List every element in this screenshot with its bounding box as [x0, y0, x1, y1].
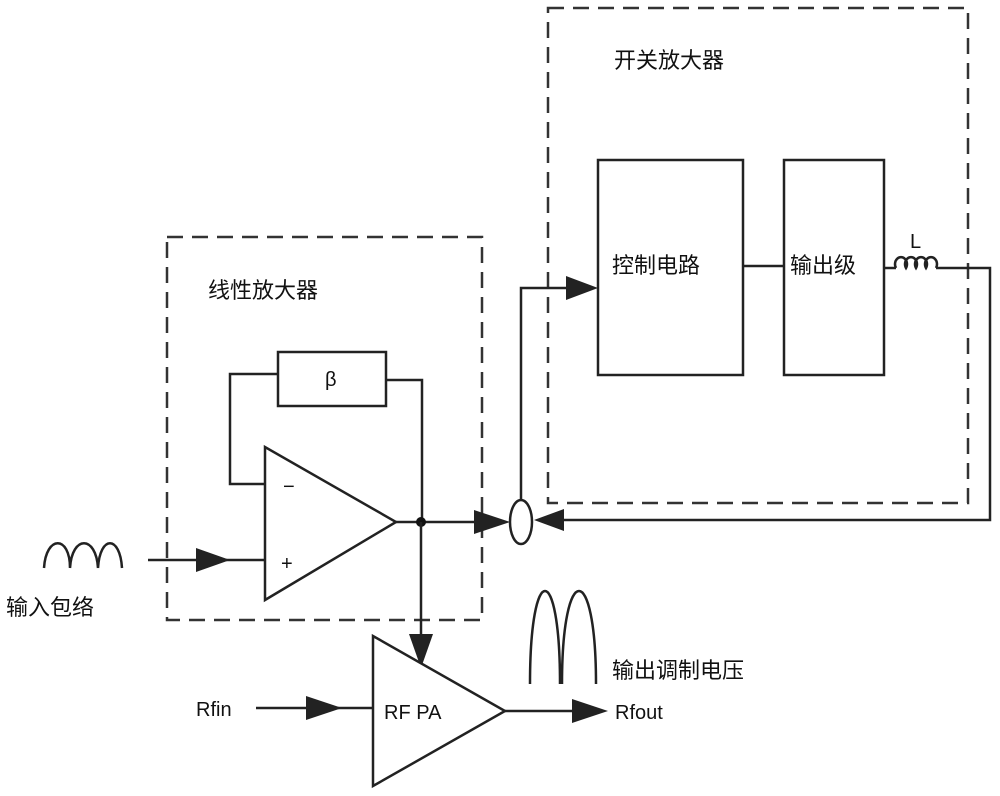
- rfout-label: Rfout: [615, 702, 663, 724]
- linear-amplifier-block: [165, 235, 484, 622]
- output-stage-label: 输出级: [790, 254, 856, 279]
- switching-amplifier-block: [546, 6, 970, 505]
- opamp-minus-label: −: [283, 476, 295, 498]
- feedback-arrow-icon: [534, 509, 564, 531]
- beta-left-wire: [228, 372, 278, 486]
- rfin-arrow-icon: [306, 696, 342, 720]
- inductor-coil-icon: [893, 255, 939, 271]
- output-waveform-icon: [528, 590, 598, 685]
- input-envelope-icon: [42, 542, 124, 569]
- beta-right-wire: [386, 378, 424, 522]
- rfout-arrow-icon: [572, 699, 608, 723]
- sum-to-control-wire: [519, 286, 570, 500]
- control-circuit-box: [596, 158, 745, 377]
- output-stage-box: [782, 158, 886, 377]
- opamp-plus-label: +: [281, 553, 293, 575]
- input-arrow-icon: [196, 548, 230, 572]
- rf-pa-label: RF PA: [384, 702, 442, 724]
- summing-node: [508, 498, 534, 546]
- linear-amplifier-title: 线性放大器: [208, 279, 318, 304]
- rfin-label: Rfin: [196, 699, 232, 721]
- control-circuit-label: 控制电路: [612, 254, 700, 279]
- sum-input-arrow-icon: [474, 510, 510, 534]
- output-modulated-voltage-label: 输出调制电压: [612, 659, 744, 684]
- opamp-triangle: [263, 444, 399, 603]
- beta-label: β: [325, 369, 337, 391]
- feedback-return-wire: [540, 266, 992, 522]
- supply-arrow-icon: [409, 634, 433, 668]
- rf-pa-triangle: [371, 633, 508, 789]
- input-envelope-label: 输入包络: [6, 596, 94, 621]
- control-input-arrow-icon: [566, 276, 598, 300]
- switching-amplifier-title: 开关放大器: [614, 49, 724, 74]
- inductor-label: L: [910, 231, 921, 253]
